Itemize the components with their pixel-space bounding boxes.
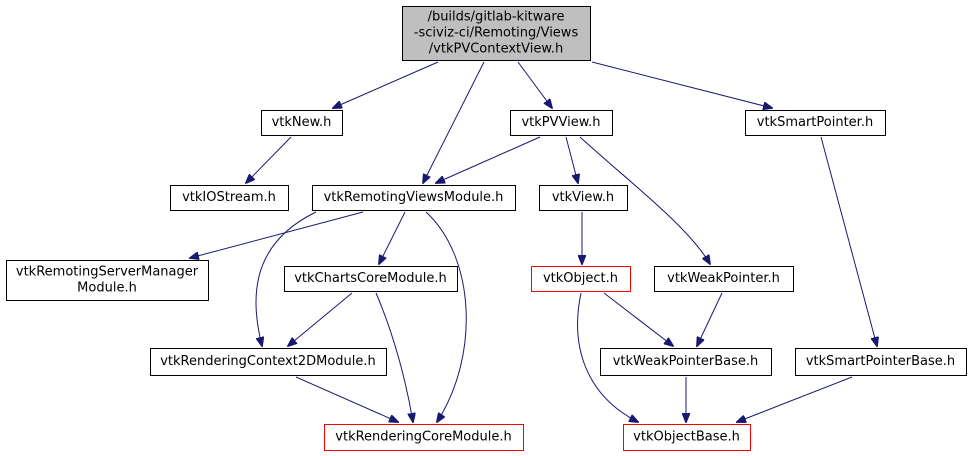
edge-vtk-charts-core-module-h-to-vtk-rendering-context-2d-module-h [288, 292, 353, 346]
node-box [539, 185, 628, 211]
node-vtk-object-h[interactable]: vtkObject.h [531, 266, 631, 292]
edge-vtk-remoting-views-module-h-to-vtk-charts-core-module-h [379, 211, 406, 264]
node-vtk-weak-pointer-base-h[interactable]: vtkWeakPointerBase.h [600, 348, 772, 376]
node-box [510, 110, 613, 136]
node-box [623, 424, 751, 451]
node-label: /builds/gitlab-kitware [428, 10, 565, 25]
node-label: vtkWeakPointerBase.h [613, 354, 759, 369]
edge-vtk-remoting-views-module-h-to-vtk-remoting-server-manager-module-h [190, 211, 364, 258]
node-box [795, 348, 967, 376]
node-label: vtkRenderingCoreModule.h [335, 430, 511, 445]
node-box [170, 185, 289, 211]
node-box [284, 266, 458, 292]
edge-vtk-remoting-views-module-h-to-vtk-rendering-context-2d-module-h [255, 211, 317, 346]
node-label: vtkView.h [552, 190, 614, 205]
node-vtk-smart-pointer-h[interactable]: vtkSmartPointer.h [745, 110, 886, 136]
node-box [261, 110, 343, 136]
node-label: /vtkPVContextView.h [429, 42, 563, 57]
node-vtk-remoting-views-module-h[interactable]: vtkRemotingViewsModule.h [312, 185, 516, 211]
node-box [6, 260, 209, 301]
node-vtk-new-h[interactable]: vtkNew.h [261, 110, 343, 136]
node-box [600, 348, 772, 376]
nodes-layer: /builds/gitlab-kitware-sciviz-ci/Remotin… [6, 6, 967, 451]
node-label: vtkRemotingViewsModule.h [324, 190, 504, 205]
node-box [654, 266, 794, 292]
edges-layer [190, 61, 877, 422]
node-label: vtkWeakPointer.h [667, 271, 780, 286]
node-box [531, 266, 631, 292]
node-label: vtkSmartPointer.h [757, 115, 873, 130]
node-label: vtkRenderingContext2DModule.h [160, 354, 376, 369]
node-vtk-charts-core-module-h[interactable]: vtkChartsCoreModule.h [284, 266, 458, 292]
node-vtk-smart-pointer-base-h[interactable]: vtkSmartPointerBase.h [795, 348, 967, 376]
node-vtk-pv-context-view-h[interactable]: /builds/gitlab-kitware-sciviz-ci/Remotin… [402, 6, 591, 61]
node-vtk-pv-view-h[interactable]: vtkPVView.h [510, 110, 613, 136]
edge-vtk-smart-pointer-h-to-vtk-smart-pointer-base-h [820, 136, 877, 346]
node-label: Module.h [77, 281, 137, 296]
edge-vtk-object-h-to-vtk-object-base-h [577, 292, 638, 422]
node-label: vtkRemotingServerManager [16, 265, 199, 280]
edge-vtk-pv-context-view-h-to-vtk-remoting-views-module-h [423, 61, 485, 183]
node-label: vtkObject.h [543, 271, 618, 286]
node-vtk-rendering-context-2d-module-h[interactable]: vtkRenderingContext2DModule.h [150, 348, 387, 376]
node-label: vtkObjectBase.h [633, 430, 740, 445]
edge-vtk-new-h-to-vtk-io-stream-h [246, 136, 292, 183]
edge-vtk-object-h-to-vtk-weak-pointer-base-h [603, 292, 673, 346]
edge-vtk-charts-core-module-h-to-vtk-rendering-core-module-h [375, 292, 413, 422]
node-vtk-rendering-core-module-h[interactable]: vtkRenderingCoreModule.h [324, 424, 524, 451]
node-vtk-io-stream-h[interactable]: vtkIOStream.h [170, 185, 289, 211]
edge-vtk-pv-context-view-h-to-vtk-smart-pointer-h [591, 61, 772, 108]
node-label: vtkSmartPointerBase.h [806, 354, 955, 369]
edge-vtk-rendering-context-2d-module-h-to-vtk-rendering-core-module-h [295, 376, 398, 422]
node-box [150, 348, 387, 376]
edge-vtk-remoting-views-module-h-to-vtk-rendering-core-module-h [425, 211, 467, 422]
node-label: vtkPVView.h [521, 115, 600, 130]
edge-vtk-weak-pointer-h-to-vtk-weak-pointer-base-h [697, 292, 723, 346]
node-box [402, 6, 591, 61]
node-box [745, 110, 886, 136]
node-box [312, 185, 516, 211]
edge-vtk-smart-pointer-base-h-to-vtk-object-base-h [737, 376, 853, 422]
edge-vtk-pv-view-h-to-vtk-view-h [565, 136, 578, 183]
node-vtk-weak-pointer-h[interactable]: vtkWeakPointer.h [654, 266, 794, 292]
node-vtk-view-h[interactable]: vtkView.h [539, 185, 628, 211]
edge-vtk-pv-view-h-to-vtk-weak-pointer-h [579, 136, 710, 264]
edge-vtk-pv-context-view-h-to-vtk-new-h [333, 61, 439, 108]
node-label: -sciviz-ci/Remoting/Views [414, 26, 579, 41]
edge-vtk-pv-context-view-h-to-vtk-pv-view-h [517, 61, 552, 108]
node-label: vtkNew.h [272, 115, 332, 130]
node-label: vtkIOStream.h [182, 190, 276, 205]
node-vtk-object-base-h[interactable]: vtkObjectBase.h [623, 424, 751, 451]
node-box [324, 424, 524, 451]
node-label: vtkChartsCoreModule.h [294, 271, 447, 286]
edge-vtk-pv-view-h-to-vtk-remoting-views-module-h [436, 136, 541, 183]
